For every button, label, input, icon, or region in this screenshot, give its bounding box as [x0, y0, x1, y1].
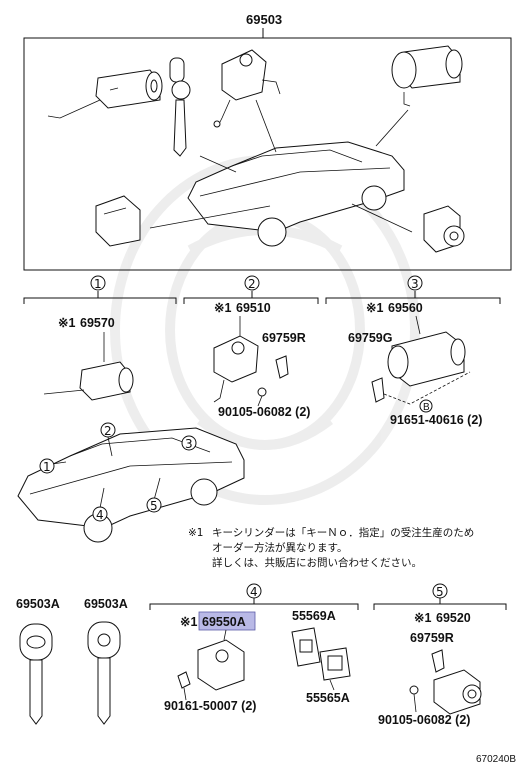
car-callout-1: 1 [43, 460, 51, 474]
section-5-part-69759r: 69759R [410, 631, 454, 645]
note-line-1: キーシリンダーは「キーＮｏ．指定」の受注生産のため [212, 526, 474, 539]
key-illustration-2 [87, 621, 121, 725]
top-group-frame [23, 37, 512, 271]
section-3-part-number: 69560 [388, 301, 423, 315]
key-illustration-1 [19, 623, 53, 725]
section-4-part-55565a: 55565A [306, 691, 350, 705]
section-4-number: 4 [250, 585, 258, 599]
section-5-number: 5 [436, 585, 444, 599]
note-line-2: オーダー方法が異なります。 [212, 541, 347, 554]
section-3-part-screws: 91651-40616 (2) [390, 413, 482, 427]
car-callout-4: 4 [96, 508, 104, 522]
section-3-part-69759g: 69759G [348, 331, 392, 345]
top-group-part-number: 69503 [246, 12, 282, 27]
section-5-part-number: 69520 [436, 611, 471, 625]
section-4-part-screws: 90161-50007 (2) [164, 699, 256, 713]
figure-id: 670240B [476, 754, 516, 765]
section-5-marker: ※1 [414, 611, 431, 625]
pointer-arrows [149, 99, 413, 233]
section-4-marker: ※1 [180, 615, 197, 629]
key-part-number-2: 69503A [84, 597, 128, 611]
door-lock-cylinder-illustration [213, 49, 281, 128]
note-line-3: 詳しくは、共販店にお問い合わせください。 [212, 556, 422, 569]
section-4-part-55569a: 55569A [292, 609, 336, 623]
car-callout-3: 3 [185, 437, 193, 451]
section-1-number: 1 [94, 277, 102, 291]
note-marker: ※1 [188, 527, 203, 539]
section-2-part-number: 69510 [236, 301, 271, 315]
door-lock-illustration [95, 195, 141, 247]
car-illustration-callouts [17, 427, 245, 543]
luggage-cylinder-illustration [391, 45, 463, 107]
section-3-number: 3 [411, 277, 419, 291]
section-4-glove-box-lock-illustration [177, 627, 351, 701]
section-2-number: 2 [248, 277, 256, 291]
section-2-part-69759r: 69759R [262, 331, 306, 345]
section-1-marker: ※1 [58, 316, 75, 330]
section-1-cylinder-illustration [43, 332, 134, 401]
key-part-number-1: 69503A [16, 597, 60, 611]
section-1-part-number: 69570 [80, 316, 115, 330]
highlighted-part-box [198, 611, 256, 631]
section-5-lock-illustration [409, 649, 482, 715]
section-2-lock-illustration [213, 316, 289, 407]
section-3-marker: ※1 [366, 301, 383, 315]
car-callout-2: 2 [104, 424, 112, 438]
ignition-cylinder-illustration [47, 57, 191, 157]
glove-box-cylinder-illustration [423, 205, 465, 253]
section-3-ref-letter: B [423, 402, 430, 413]
section-3-cylinder-illustration [371, 315, 471, 405]
car-illustration-top [187, 141, 405, 247]
section-2-marker: ※1 [214, 301, 231, 315]
section-2-part-bolts: 90105-06082 (2) [218, 405, 310, 419]
section-5-part-bolts: 90105-06082 (2) [378, 713, 470, 727]
car-callout-5: 5 [150, 499, 158, 513]
section-4-part-number[interactable]: 69550A [202, 615, 246, 629]
